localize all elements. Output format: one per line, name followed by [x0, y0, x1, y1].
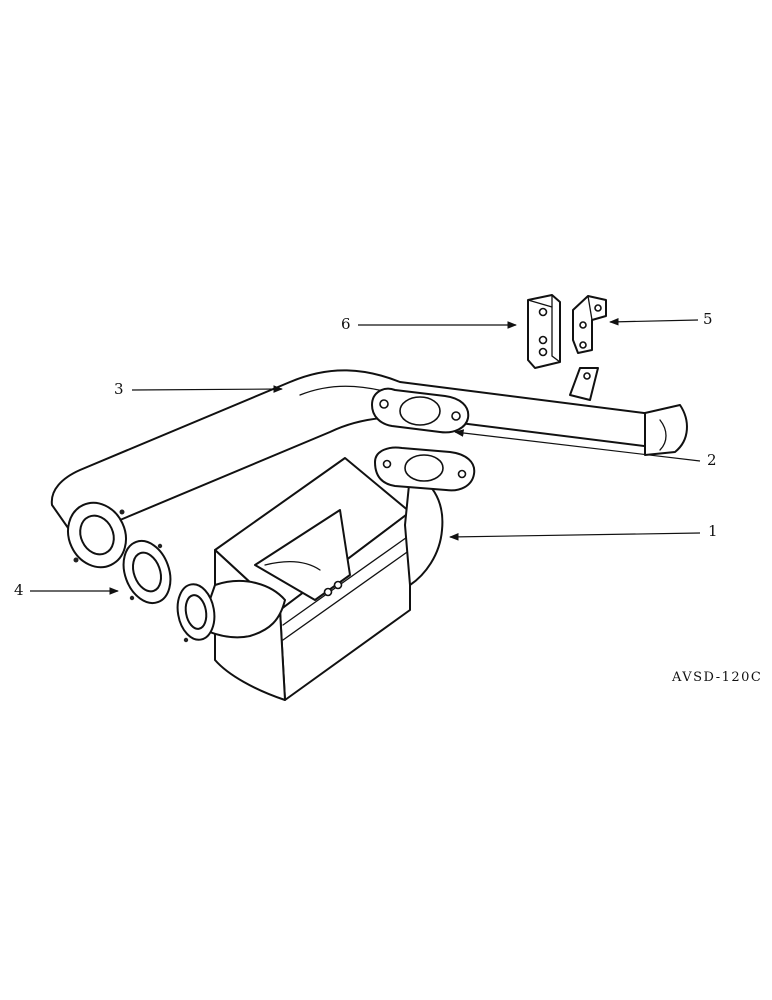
exhaust-pipe — [50, 367, 688, 569]
muffler — [176, 446, 476, 701]
ring-gasket — [122, 540, 172, 604]
callout-3: 3 — [114, 380, 124, 398]
leader-2 — [454, 429, 701, 462]
leader-5 — [609, 317, 699, 326]
callout-1: 1 — [708, 522, 718, 540]
leader-3 — [131, 385, 283, 393]
figure-code: AVSD-120C — [672, 670, 763, 685]
leader-lines — [30, 317, 701, 595]
flat-bracket — [527, 294, 561, 369]
pipe-flange-gasket — [371, 387, 470, 434]
leader-1 — [449, 532, 701, 541]
callout-2: 2 — [707, 451, 717, 469]
callout-5: 5 — [703, 310, 713, 328]
callout-6: 6 — [341, 315, 351, 333]
callout-4: 4 — [14, 581, 24, 599]
angle-bracket — [572, 295, 607, 354]
